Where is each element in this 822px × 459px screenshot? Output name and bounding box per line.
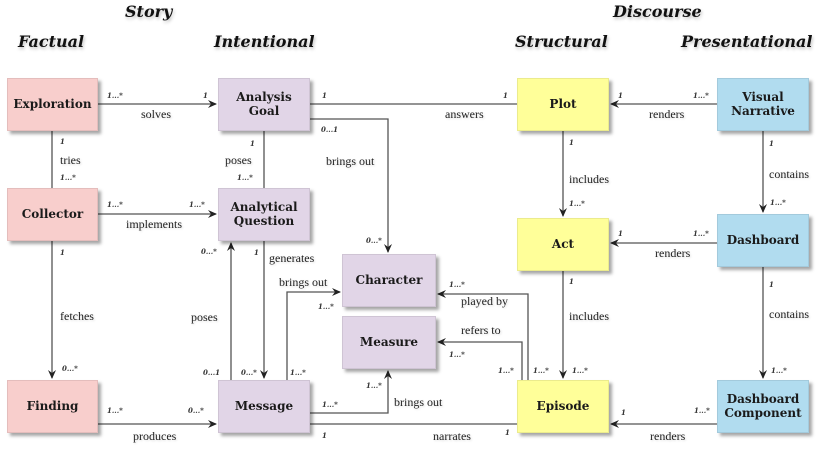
label-implements: implements xyxy=(126,217,182,231)
node-finding[interactable]: Finding xyxy=(7,380,98,433)
mult: 1...* xyxy=(318,302,334,311)
label-brings-out-goal: brings out xyxy=(326,154,375,168)
mult: 1 xyxy=(618,229,623,238)
mult: 1 xyxy=(769,280,774,289)
mult: 1...* xyxy=(449,280,465,289)
heading-intentional: Intentional xyxy=(214,32,315,51)
mult: 1...* xyxy=(290,368,306,377)
label-brings-out-message-character: brings out xyxy=(279,275,328,289)
mult: 1...* xyxy=(189,200,205,209)
label-renders-episode: renders xyxy=(650,429,686,443)
mult: 1...* xyxy=(770,198,786,207)
mult: 1...* xyxy=(694,406,710,415)
label-renders-plot: renders xyxy=(649,107,685,121)
mult: 0...* xyxy=(188,406,204,415)
label-answers: answers xyxy=(445,107,484,121)
node-measure[interactable]: Measure xyxy=(342,316,436,369)
mult: 1 xyxy=(618,91,623,100)
node-visual-narrative[interactable]: Visual Narrative xyxy=(717,78,809,131)
mult: 1...* xyxy=(533,366,549,375)
node-character[interactable]: Character xyxy=(342,254,436,307)
mult: 1...* xyxy=(572,366,588,375)
node-plot[interactable]: Plot xyxy=(517,78,609,131)
mult: 1...* xyxy=(107,200,123,209)
mult: 1...* xyxy=(366,381,382,390)
mult: 0...* xyxy=(201,247,217,256)
mult: 1...* xyxy=(107,406,123,415)
label-poses-message: poses xyxy=(191,310,218,324)
mult: 1 xyxy=(769,139,774,148)
mult: 1...* xyxy=(498,366,514,375)
mult: 1...* xyxy=(693,229,709,238)
mult: 1...* xyxy=(449,350,465,359)
mult: 1 xyxy=(569,277,574,286)
label-narrates: narrates xyxy=(433,429,471,443)
edge-brings-out-goal xyxy=(310,118,392,253)
node-exploration[interactable]: Exploration xyxy=(7,78,98,131)
edge-brings-out-message-character xyxy=(286,288,341,380)
heading-discourse: Discourse xyxy=(613,2,702,21)
edge-refers-to xyxy=(437,338,523,380)
label-tries: tries xyxy=(60,153,81,167)
label-refers-to: refers to xyxy=(461,323,501,337)
mult: 1 xyxy=(503,91,508,100)
mult: 1 xyxy=(621,408,626,417)
mult: 1...* xyxy=(60,173,76,182)
heading-presentational: Presentational xyxy=(681,32,813,51)
mult: 0...* xyxy=(62,364,78,373)
label-contains-db: contains xyxy=(769,307,809,321)
heading-structural: Structural xyxy=(515,32,608,51)
label-played-by: played by xyxy=(461,294,508,308)
node-collector[interactable]: Collector xyxy=(7,188,98,241)
node-dashboard-component[interactable]: Dashboard Component xyxy=(717,380,809,433)
mult: 1 xyxy=(322,431,327,440)
mult: 1 xyxy=(60,248,65,257)
node-act[interactable]: Act xyxy=(517,218,609,271)
label-brings-out-message-measure: brings out xyxy=(394,395,443,409)
mult: 1 xyxy=(203,91,208,100)
mult: 0...* xyxy=(366,236,382,245)
label-contains-vn: contains xyxy=(769,167,809,181)
edge-brings-out-message-measure xyxy=(310,370,392,414)
node-analysis-goal[interactable]: Analysis Goal xyxy=(218,78,310,131)
label-solves: solves xyxy=(141,107,171,121)
mult: 1 xyxy=(254,248,259,257)
label-poses-goal: poses xyxy=(225,153,252,167)
mult: 1 xyxy=(250,139,255,148)
edge-played-by xyxy=(437,290,529,380)
heading-factual: Factual xyxy=(18,32,85,51)
mult: 1 xyxy=(322,91,327,100)
mult: 1...* xyxy=(237,173,253,182)
mult: 1 xyxy=(505,428,510,437)
node-episode[interactable]: Episode xyxy=(517,380,609,433)
mult: 1...* xyxy=(322,400,338,409)
label-generates: generates xyxy=(269,251,315,265)
label-includes-plot: includes xyxy=(569,172,609,186)
label-includes-act: includes xyxy=(569,309,609,323)
mult: 1...* xyxy=(107,91,123,100)
node-analytical-question[interactable]: Analytical Question xyxy=(218,188,310,241)
label-produces: produces xyxy=(133,429,177,443)
mult: 0...1 xyxy=(203,368,221,377)
mult: 0...1 xyxy=(321,125,339,134)
heading-story: Story xyxy=(125,2,173,21)
mult: 0...* xyxy=(241,368,257,377)
mult: 1...* xyxy=(771,366,787,375)
label-renders-act: renders xyxy=(655,246,691,260)
node-dashboard[interactable]: Dashboard xyxy=(717,214,809,267)
mult: 1...* xyxy=(693,91,709,100)
node-message[interactable]: Message xyxy=(218,380,310,433)
label-fetches: fetches xyxy=(60,309,94,323)
mult: 1 xyxy=(60,137,65,146)
mult: 1...* xyxy=(569,199,585,208)
mult: 1 xyxy=(569,138,574,147)
